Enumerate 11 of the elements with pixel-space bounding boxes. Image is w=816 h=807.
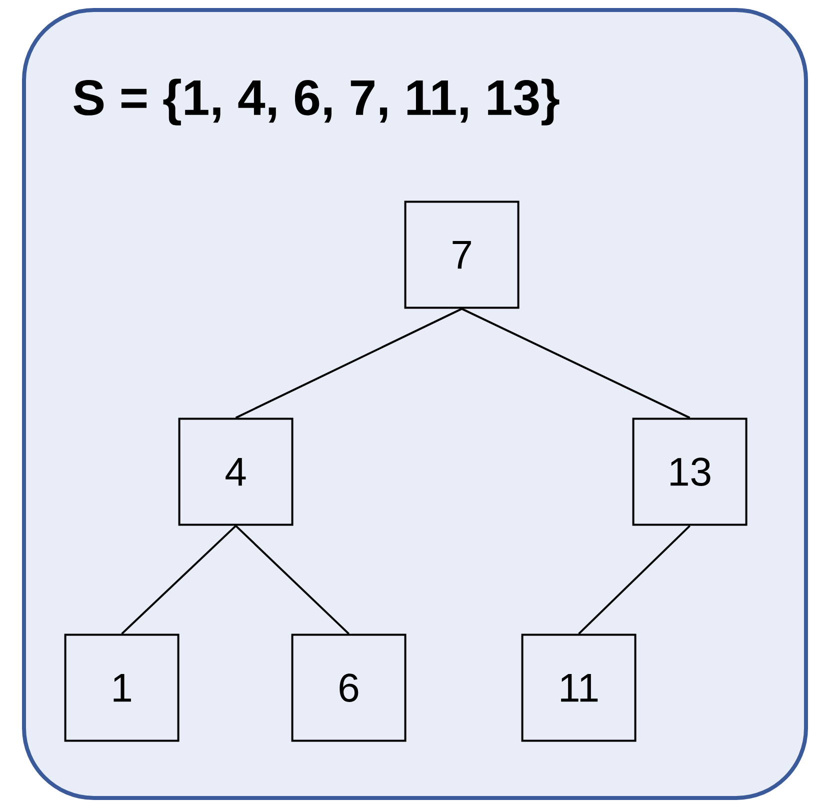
tree-edge	[578, 525, 690, 635]
tree-node-box: 6	[291, 634, 406, 742]
tree-edge	[235, 525, 350, 635]
tree-edge	[121, 525, 236, 635]
tree-node-box: 4	[178, 418, 294, 526]
tree-node-box: 13	[632, 418, 748, 526]
tree-edge	[235, 308, 462, 419]
tree-edge	[461, 308, 690, 419]
tree-node-box: 11	[521, 634, 636, 742]
tree-node-box: 1	[64, 634, 180, 742]
tree-node-box: 7	[404, 200, 520, 309]
